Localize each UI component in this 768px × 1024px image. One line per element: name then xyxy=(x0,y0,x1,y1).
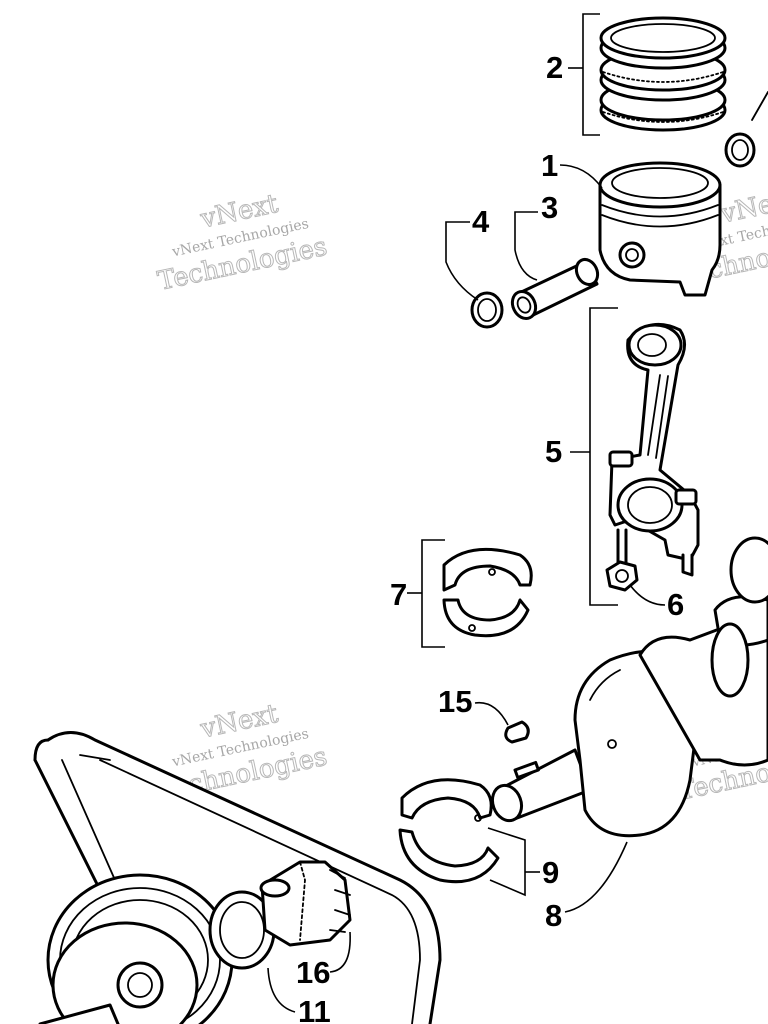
callout-6: 6 xyxy=(667,587,684,622)
callout-2: 2 xyxy=(546,50,563,85)
callout-8: 8 xyxy=(545,898,562,933)
callout-11: 11 xyxy=(298,994,331,1024)
callout-7: 7 xyxy=(390,577,407,612)
callout-3: 3 xyxy=(541,190,558,225)
callout-15: 15 xyxy=(438,684,472,719)
callout-16: 16 xyxy=(296,955,330,990)
crankshaft xyxy=(490,536,768,838)
piston xyxy=(598,161,722,297)
rod-nut xyxy=(605,560,639,592)
callout-1: 1 xyxy=(541,148,558,183)
ring-fragment-right xyxy=(724,91,768,168)
watermark-1: vNext vNext Technologies Technologies xyxy=(155,188,331,297)
piston-ring-set xyxy=(599,16,727,132)
timing-sprocket xyxy=(259,860,352,947)
connecting-rod xyxy=(608,322,700,577)
drive-belt xyxy=(33,731,442,1024)
wrist-pin xyxy=(510,257,600,321)
callout-9: 9 xyxy=(542,855,559,890)
leader-lines xyxy=(267,13,666,1013)
woodruff-key xyxy=(504,720,530,744)
watermark-logo: vNext xyxy=(717,184,768,230)
callout-5: 5 xyxy=(545,434,562,469)
rod-bearing xyxy=(442,547,533,638)
callout-4: 4 xyxy=(472,204,490,239)
circlip xyxy=(470,291,504,329)
main-bearing xyxy=(398,778,500,884)
drive-pulley xyxy=(38,873,234,1024)
callout-labels: 2 1 3 4 5 6 7 15 9 8 16 11 xyxy=(296,50,684,1024)
